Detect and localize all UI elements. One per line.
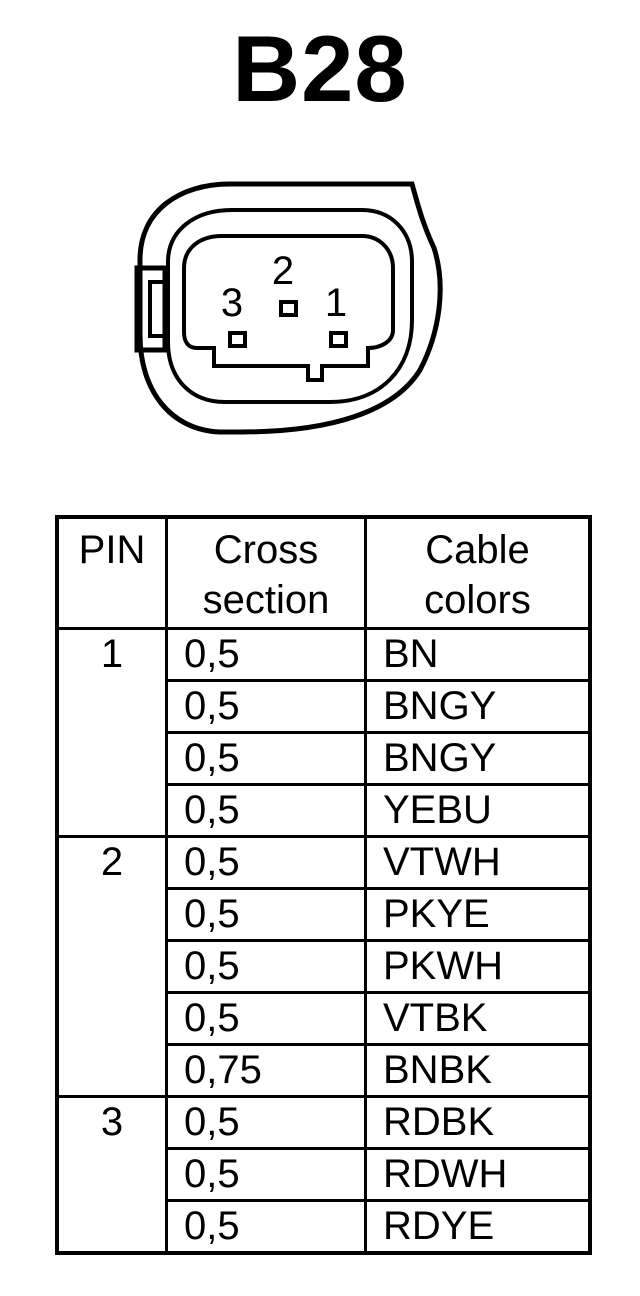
- pin-2-terminal: [279, 300, 298, 317]
- connector-cavity: [182, 234, 395, 382]
- pin-3-terminal: [228, 331, 247, 348]
- cable-color-cell: BN: [364, 627, 592, 682]
- header-pin-label: PIN: [78, 528, 146, 572]
- pin-1-terminal: [329, 331, 348, 348]
- cable-color-cell: PKWH: [364, 939, 592, 994]
- header-cable-colors: Cable colors: [364, 515, 592, 630]
- header-cable-colors-line2: colors: [424, 578, 531, 622]
- cross-section-cell: 0,5: [165, 991, 367, 1046]
- cable-color-cell: RDYE: [364, 1199, 592, 1255]
- cross-section-cell: 0,5: [165, 731, 367, 786]
- pin-label-3: 3: [221, 281, 243, 325]
- header-cross-section-line1: Cross: [213, 528, 319, 572]
- cross-section-cell: 0,5: [165, 783, 367, 838]
- cross-section-cell: 0,5: [165, 1095, 367, 1150]
- cable-color-cell: RDBK: [364, 1095, 592, 1150]
- header-pin: PIN: [55, 515, 168, 630]
- cable-color-cell: PKYE: [364, 887, 592, 942]
- cable-color-cell: BNBK: [364, 1043, 592, 1098]
- header-cross-section-line2: section: [202, 578, 330, 622]
- connector-inner-ring: [166, 208, 414, 404]
- cross-section-cell: 0,5: [165, 679, 367, 734]
- cross-section-cell: 0,5: [165, 939, 367, 994]
- connector-outer-housing: [137, 181, 443, 435]
- connector-title: B28: [232, 16, 408, 121]
- cross-section-cell: 0,75: [165, 1043, 367, 1098]
- cable-color-cell: RDWH: [364, 1147, 592, 1202]
- cross-section-cell: 0,5: [165, 1147, 367, 1202]
- cable-color-cell: VTWH: [364, 835, 592, 890]
- pin-label-2: 2: [272, 249, 294, 293]
- cable-color-cell: BNGY: [364, 731, 592, 786]
- cross-section-cell: 0,5: [165, 1199, 367, 1255]
- pin-label-1: 1: [325, 281, 347, 325]
- pin-number-cell: 3: [55, 1095, 168, 1255]
- cross-section-cell: 0,5: [165, 887, 367, 942]
- pin-number-cell: 2: [55, 835, 168, 1098]
- locking-tab: [134, 265, 168, 353]
- cable-color-cell: BNGY: [364, 679, 592, 734]
- cross-section-cell: 0,5: [165, 835, 367, 890]
- table-header-row: PIN Cross section Cable colors: [55, 515, 592, 630]
- connector-face-diagram: 2 3 1: [134, 181, 443, 435]
- header-cable-colors-line1: Cable: [425, 528, 530, 572]
- cable-color-cell: VTBK: [364, 991, 592, 1046]
- cross-section-cell: 0,5: [165, 627, 367, 682]
- pin-number-cell: 1: [55, 627, 168, 838]
- header-cross-section: Cross section: [165, 515, 367, 630]
- cable-color-cell: YEBU: [364, 783, 592, 838]
